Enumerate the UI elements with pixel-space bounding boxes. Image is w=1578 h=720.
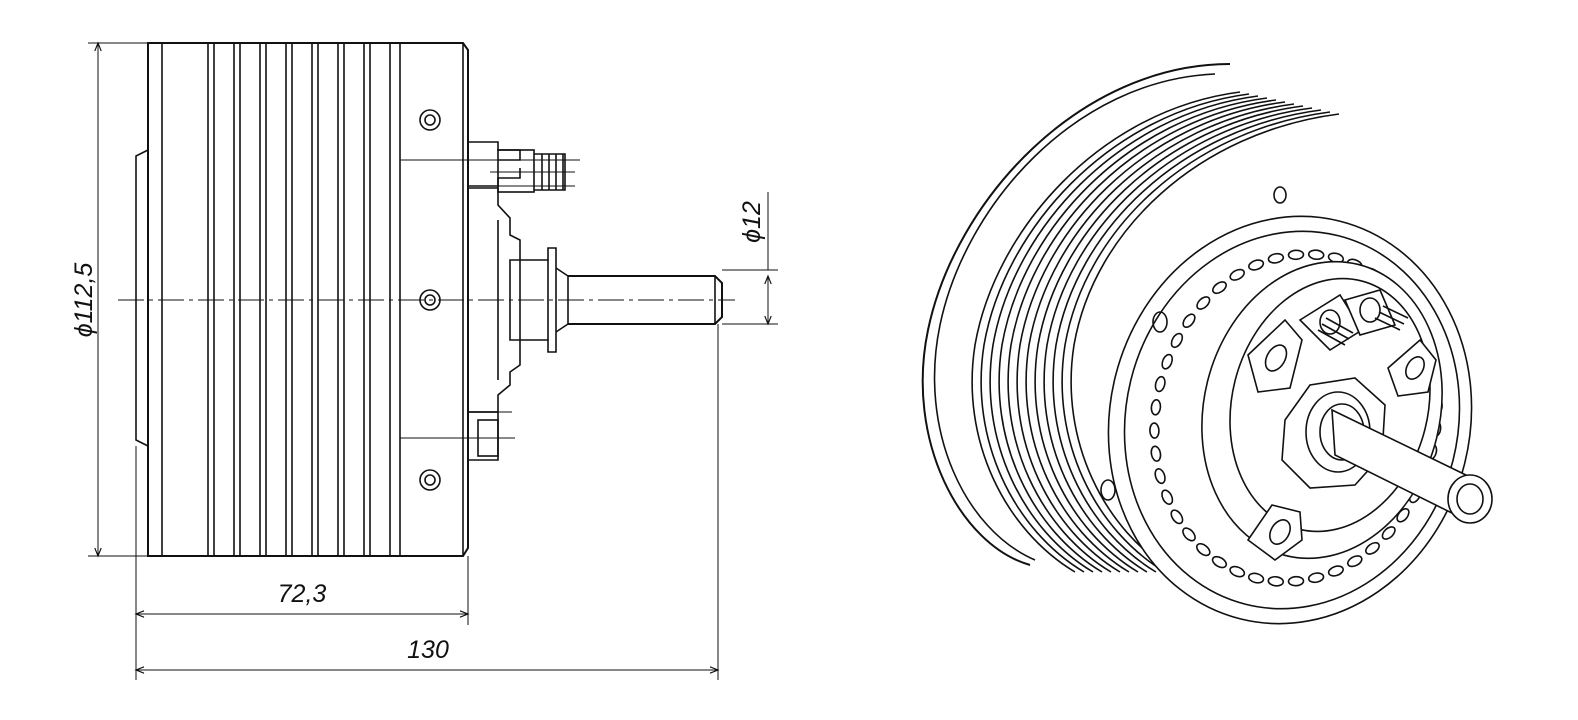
motor-side-view	[118, 42, 735, 557]
iso-connectors	[1298, 289, 1409, 352]
cooling-fins	[161, 43, 391, 556]
dimension-annotations: ϕ112,5 ϕ12 72,3 130	[70, 41, 778, 680]
upper-connector	[400, 141, 575, 193]
mounting-lugs	[1246, 318, 1437, 561]
overall-length-label: 130	[407, 636, 449, 664]
shaft-end	[1447, 474, 1493, 524]
motor-isometric-view	[921, 63, 1493, 625]
shaft-diameter-label: ϕ12	[738, 201, 766, 243]
cooling-fins	[971, 91, 1340, 573]
body-length-label: 72,3	[278, 580, 327, 608]
end-plate	[468, 187, 521, 413]
front-face-rim	[1123, 230, 1461, 610]
face-screws	[1100, 186, 1287, 501]
shaft-nut	[509, 247, 557, 353]
lower-connector	[400, 411, 512, 461]
rear-cap	[135, 149, 149, 447]
housing-back-shell	[921, 63, 1231, 566]
body-diameter-label: ϕ112,5	[70, 263, 98, 338]
